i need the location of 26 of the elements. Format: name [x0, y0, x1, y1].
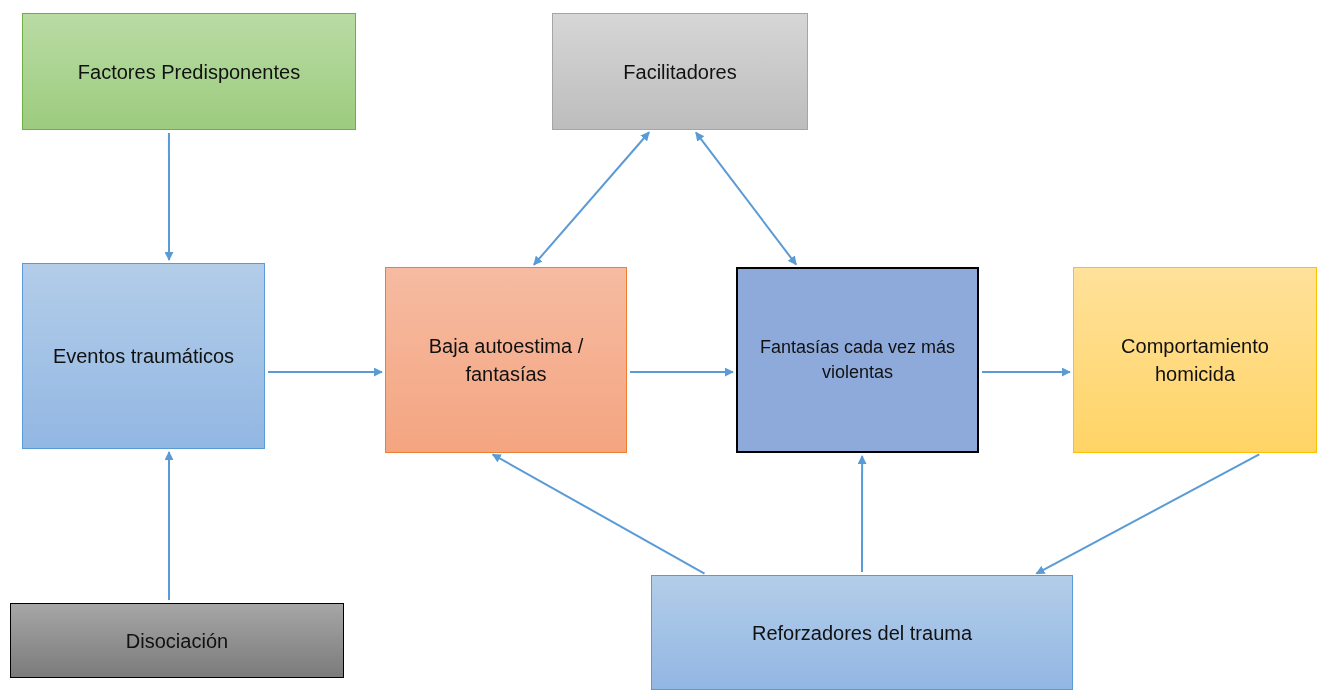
- box-label: Disociación: [125, 628, 229, 654]
- box-label: Reforzadores del trauma: [751, 620, 973, 646]
- box-label: Fantasías cada vez más violentas: [758, 335, 957, 384]
- process-box: [736, 267, 979, 453]
- box-label: Comportamiento homicida: [1120, 334, 1270, 387]
- box-label: Baja autoestima / fantasías: [427, 334, 585, 387]
- arrow: [164, 132, 174, 261]
- process-box: [552, 13, 808, 130]
- arrow: [267, 367, 383, 377]
- arrow: [532, 131, 651, 266]
- box-label: Facilitadores: [623, 59, 737, 85]
- arrow: [1035, 453, 1261, 575]
- arrow: [857, 455, 867, 573]
- process-box: [385, 267, 627, 453]
- process-box: [1073, 267, 1317, 453]
- arrow: [629, 367, 734, 377]
- arrow: [694, 131, 798, 266]
- process-box: [10, 603, 344, 678]
- box-label: Factores Predisponentes: [77, 59, 301, 85]
- process-box: [22, 263, 265, 449]
- process-box: [651, 575, 1073, 690]
- arrow: [164, 451, 174, 601]
- box-label: Eventos traumáticos: [52, 344, 235, 369]
- process-box: [22, 13, 356, 130]
- arrow: [981, 367, 1071, 377]
- arrow: [491, 453, 706, 575]
